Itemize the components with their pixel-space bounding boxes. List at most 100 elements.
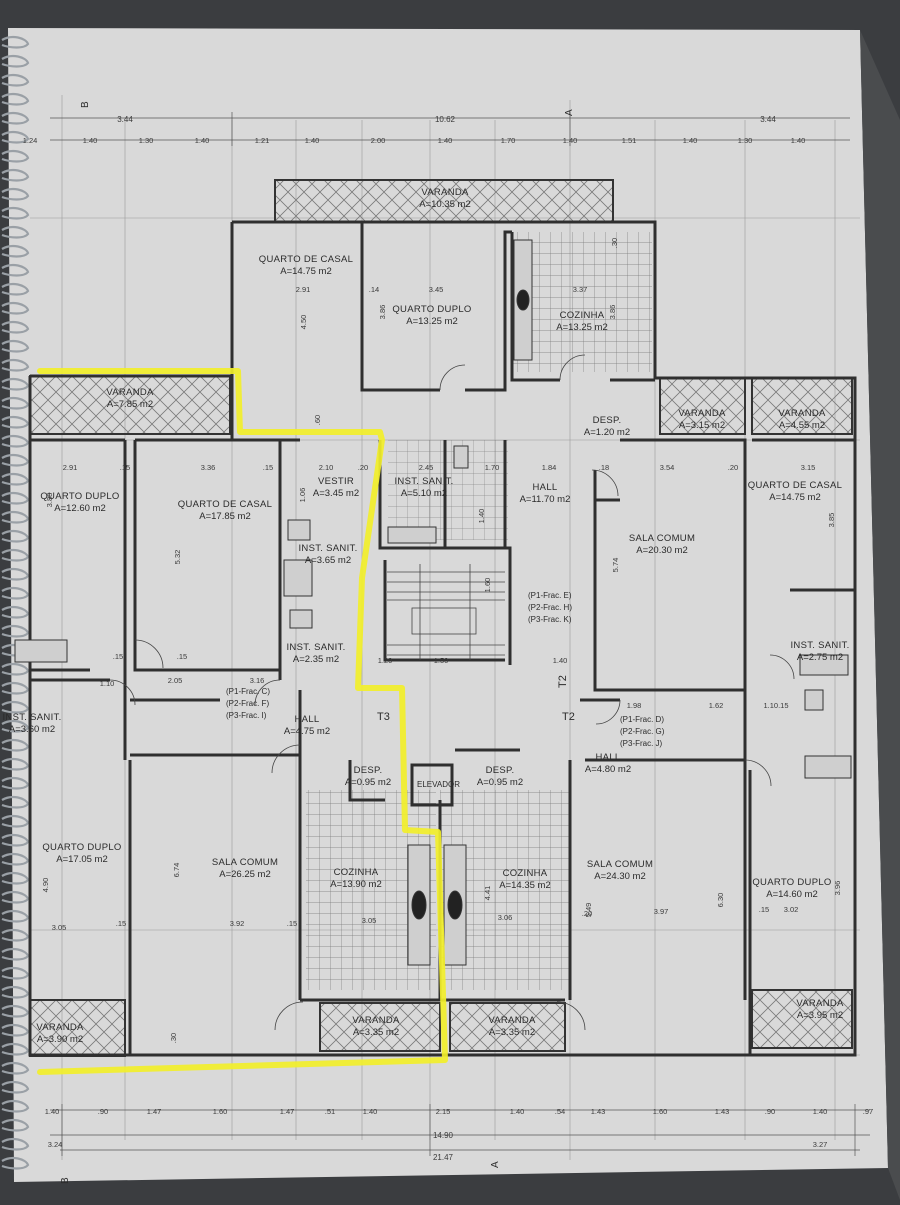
dimension-text: 5.49 xyxy=(584,903,593,918)
t3-label: T3 xyxy=(377,711,390,723)
room-area: A=11.70 m2 xyxy=(520,494,571,505)
room-area: A=3.35 m2 xyxy=(489,1027,535,1038)
spiral-ring xyxy=(1,662,30,676)
spiral-ring xyxy=(1,909,30,923)
dimension-text: 3.44 xyxy=(760,115,776,124)
room-name: DESP. xyxy=(354,765,383,776)
dimension-text: 1.40 xyxy=(683,136,698,145)
room-area: A=3.15 m2 xyxy=(679,420,725,431)
dimension-text: 5.74 xyxy=(611,558,620,573)
dimension-text: 1.84 xyxy=(542,463,557,472)
spiral-ring xyxy=(1,453,30,467)
t2-top-label: T2 xyxy=(557,675,569,688)
dimension-text: 1.40 xyxy=(813,1107,828,1116)
dimension-text: 3.45 xyxy=(429,285,444,294)
spiral-ring xyxy=(1,320,30,334)
room-name: VARANDA xyxy=(778,408,826,419)
dimension-text: 4.50 xyxy=(299,315,308,330)
dimension-text: 1.47 xyxy=(147,1107,162,1116)
dimension-text: 1.70 xyxy=(501,136,516,145)
spiral-ring xyxy=(1,928,30,942)
dimension-text: 3.44 xyxy=(117,115,133,124)
spiral-ring xyxy=(1,833,30,847)
room-name: COZINHA xyxy=(560,310,605,321)
room-name: VARANDA xyxy=(106,387,154,398)
dimension-text: 3.97 xyxy=(654,907,669,916)
room-area: A=5.10 m2 xyxy=(401,488,447,499)
dimension-text: 21.47 xyxy=(433,1153,454,1162)
spiral-ring xyxy=(1,1080,30,1094)
room-area: A=26.25 m2 xyxy=(219,869,271,880)
dimension-text: 1.40 xyxy=(563,136,578,145)
dimension-text: 3.85 xyxy=(827,513,836,528)
dimension-text: 3.86 xyxy=(608,305,617,320)
room-name: VARANDA xyxy=(421,187,469,198)
dimension-text: .15 xyxy=(287,919,297,928)
dimension-text: 2.10 xyxy=(319,463,334,472)
spiral-ring xyxy=(1,605,30,619)
room-name: SALA COMUM xyxy=(629,533,695,544)
room-area: A=0.95 m2 xyxy=(477,777,523,788)
room-area: A=13.25 m2 xyxy=(556,322,608,333)
room-area: A=13.90 m2 xyxy=(330,879,382,890)
room-area: A=14.60 m2 xyxy=(766,889,818,900)
walls xyxy=(28,220,857,1057)
room-area: A=3.95 m2 xyxy=(797,1010,843,1021)
dimension-text: 4.41 xyxy=(483,886,492,901)
room-name: VARANDA xyxy=(352,1015,400,1026)
room-name: DESP. xyxy=(486,765,515,776)
spiral-ring xyxy=(1,814,30,828)
dimension-text: 3.54 xyxy=(660,463,675,472)
room-name: VARANDA xyxy=(796,998,844,1009)
dimension-text: 2.00 xyxy=(371,136,386,145)
dimension-text: .30 xyxy=(169,1033,178,1043)
dimension-text: 3.86 xyxy=(378,305,387,320)
dimension-text: 6.30 xyxy=(716,893,725,908)
room-name: QUARTO DE CASAL xyxy=(259,254,353,265)
room-area: A=4.75 m2 xyxy=(284,726,330,737)
room-area: A=10.35 m2 xyxy=(419,199,471,210)
dimension-text: 3.06 xyxy=(498,913,513,922)
dimension-text: 1.62 xyxy=(709,701,724,710)
dimension-text: .20 xyxy=(582,909,592,918)
room-name: DESP. xyxy=(593,415,622,426)
fraction-left-3: (P3-Frac. I) xyxy=(226,711,267,720)
dimension-text: 1.40 xyxy=(305,136,320,145)
spiral-ring xyxy=(1,738,30,752)
section-a-bottom: A xyxy=(490,1161,501,1168)
dimension-text: .15 xyxy=(116,919,126,928)
spiral-ring xyxy=(1,358,30,372)
dimension-text: 3.24 xyxy=(48,1140,63,1149)
dimension-text: .90 xyxy=(765,1107,775,1116)
room-name: INST. SANIT. xyxy=(286,642,345,653)
room-area: A=7.85 m2 xyxy=(107,399,153,410)
room-name: INST. SANIT. xyxy=(394,476,453,487)
room-name: HALL xyxy=(295,714,320,725)
section-b-top: B xyxy=(80,101,91,108)
fraction-left-1: (P1-Frac. C) xyxy=(226,687,270,696)
spiral-ring xyxy=(1,1137,30,1151)
spiral-ring xyxy=(1,111,30,125)
room-area: A=3.60 m2 xyxy=(9,724,55,735)
dimension-text: 2.05 xyxy=(168,676,183,685)
spiral-ring xyxy=(1,54,30,68)
room-name: INST. SANIT. xyxy=(790,640,849,651)
dimension-text: 3.88 xyxy=(45,493,54,508)
spiral-ring xyxy=(1,757,30,771)
dimension-text: 3.16 xyxy=(250,676,265,685)
fraction-labels: (P1-Frac. C) (P2-Frac. F) (P3-Frac. I) (… xyxy=(60,101,665,1184)
fraction-right-1: (P1-Frac. D) xyxy=(620,715,664,724)
spiral-ring xyxy=(1,244,30,258)
spiral-ring xyxy=(1,396,30,410)
dimension-text: 2.45 xyxy=(419,463,434,472)
dimension-text: 1.60 xyxy=(653,1107,668,1116)
dimension-text: 3.27 xyxy=(813,1140,828,1149)
dimension-text: 1.10 xyxy=(100,679,115,688)
balconies-hatched xyxy=(29,179,853,1057)
fraction-center-1: (P1-Frac. E) xyxy=(528,591,572,600)
room-name: VARANDA xyxy=(488,1015,536,1026)
dimension-text: .14 xyxy=(369,285,379,294)
spiral-ring xyxy=(1,966,30,980)
